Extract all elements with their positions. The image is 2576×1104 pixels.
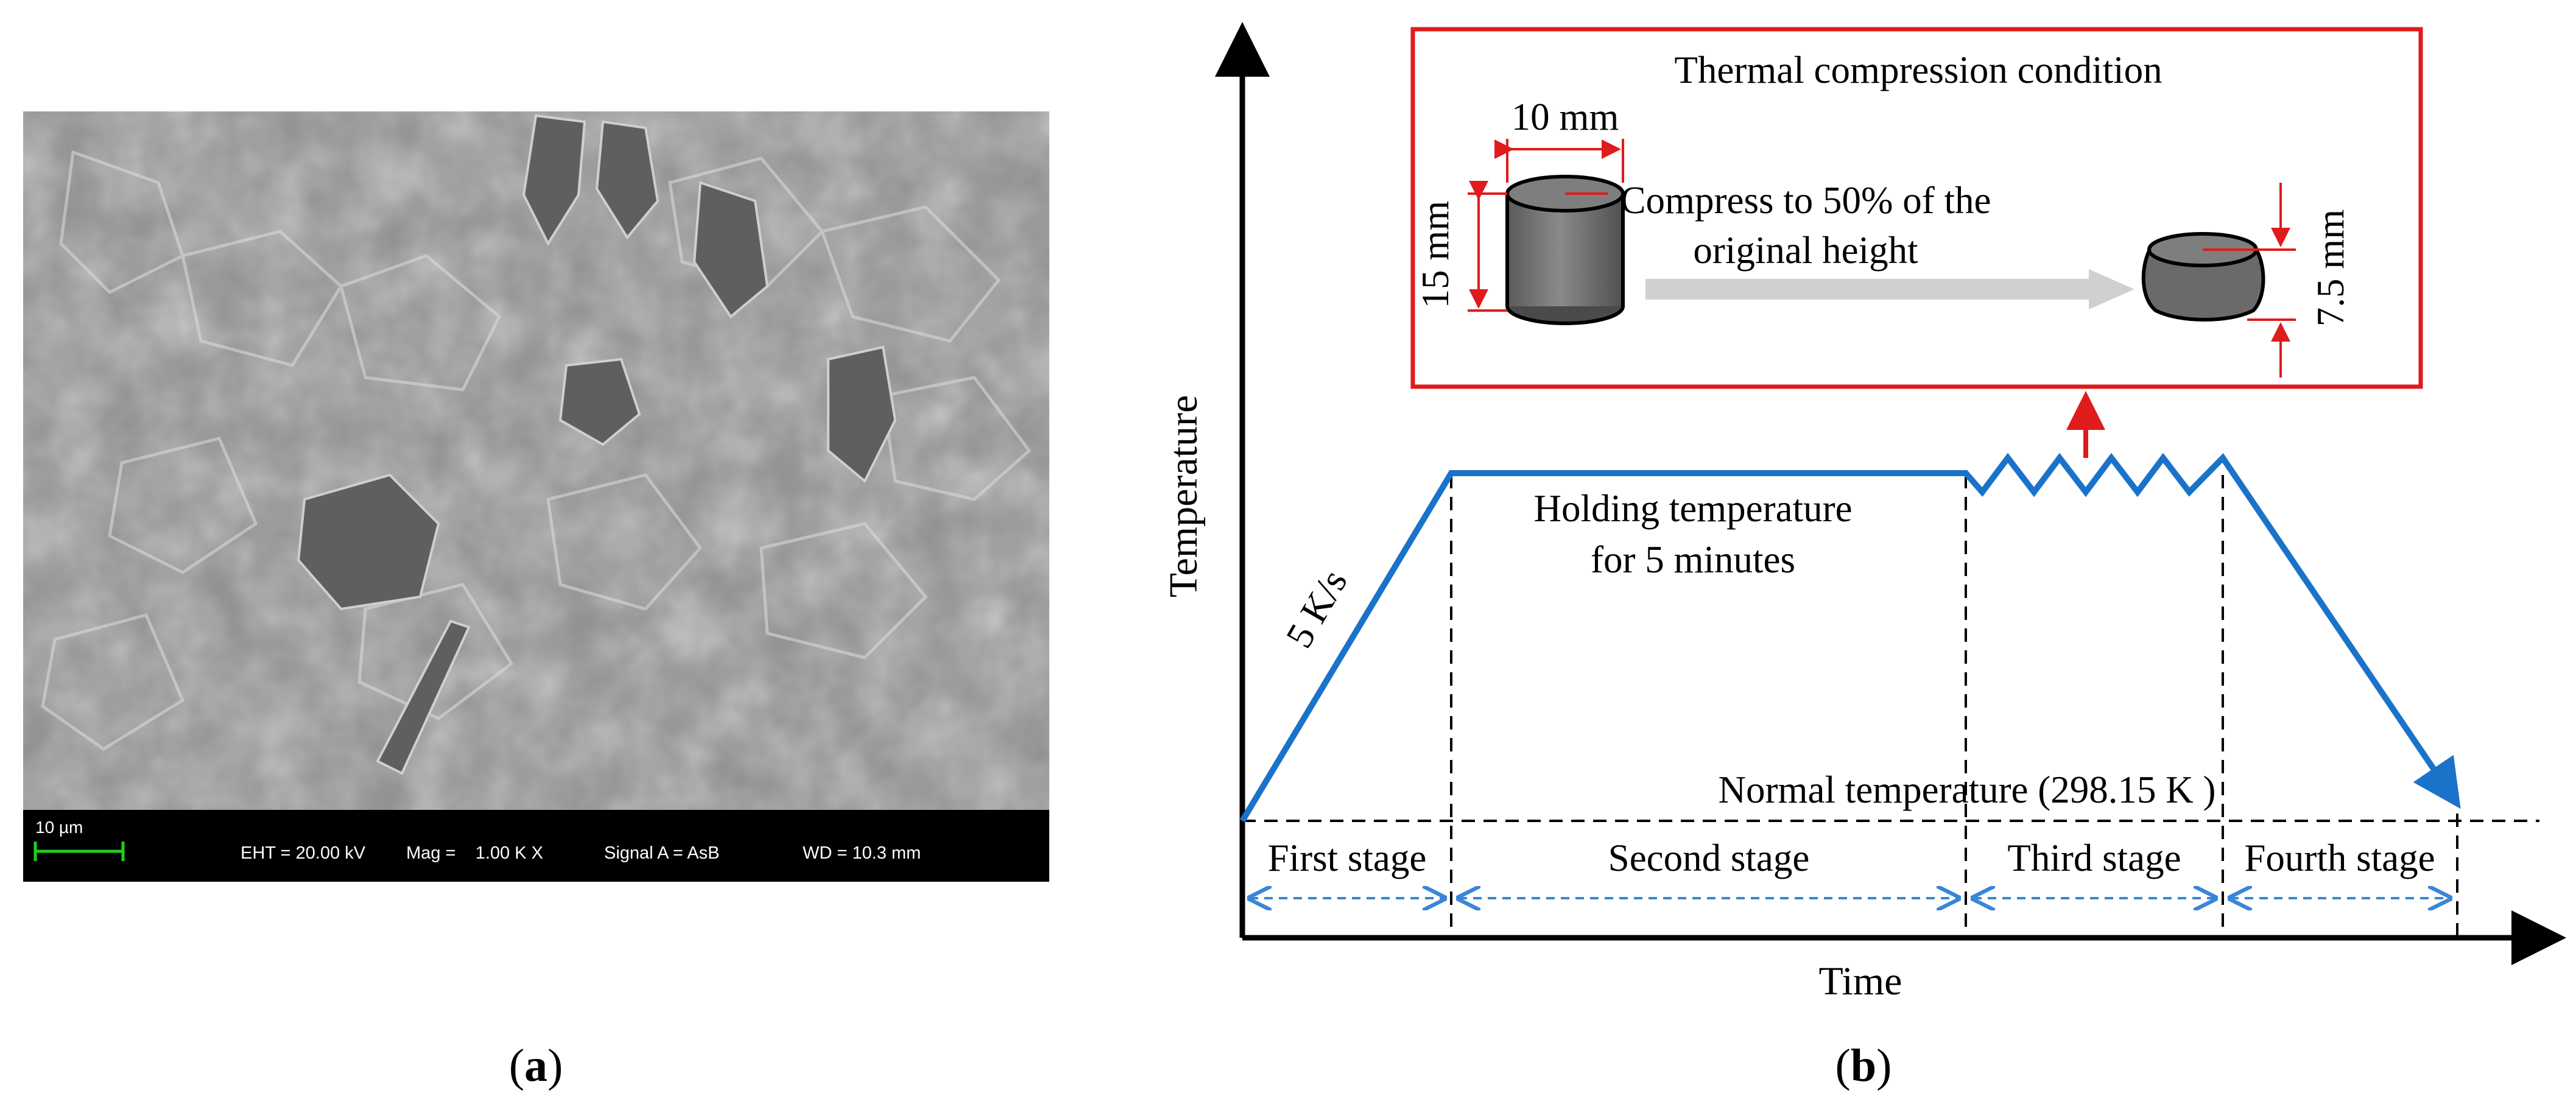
compression-inset: Thermal compression condition 10 mm [1410,27,2423,389]
x-axis-label: Time [1819,959,1902,1004]
original-sample [1505,175,1625,325]
particles [297,114,897,775]
sem-info-bar [23,810,1049,882]
eht-readout: EHT = 20.00 kV [241,843,366,863]
compression-arrow [1645,269,2134,309]
caption-b: (b) [1835,1040,1892,1091]
compress-label-line2: original height [1693,229,1918,272]
compress-label-line1: Compress to 50% of the [1621,179,1991,222]
compressed-sample [2141,232,2265,322]
stage-label-first: First stage [1268,837,1427,879]
wd-readout: WD = 10.3 mm [803,843,921,863]
grain-boundaries [41,150,1032,751]
height-dimension [1468,181,1507,312]
panel-a: 10 µm EHT = 20.00 kV Mag = 1.00 K X Sign… [23,111,1049,1091]
holding-label-line2: for 5 minutes [1591,538,1795,581]
mag-readout: Mag = 1.00 K X [406,843,543,863]
final-height-label: 7.5 mm [2309,209,2352,327]
sem-texture [23,111,1049,810]
final-height-dimension [2247,183,2296,378]
panel-b: Temperature Time Normal temperature (298… [1161,22,2566,1091]
stage-label-fourth: Fourth stage [2244,837,2435,879]
holding-label-line1: Holding temperature [1533,487,1852,530]
scale-bar-label: 10 µm [35,818,83,837]
stage-label-second: Second stage [1608,837,1810,879]
stage-label-third: Third stage [2007,837,2181,879]
temperature-curve [1239,452,2461,823]
inset-title: Thermal compression condition [1674,49,2162,91]
y-axis-label: Temperature [1161,395,1206,598]
diameter-label: 10 mm [1511,96,1619,138]
signal-readout: Signal A = AsB [604,843,719,863]
ramp-rate-label: 5 K/s [1278,563,1356,655]
stage-dividers [1450,475,2458,938]
caption-a: (a) [509,1040,563,1091]
diameter-dimension [1494,139,1624,183]
height-label: 15 mm [1414,201,1457,309]
scale-bar [33,842,125,861]
